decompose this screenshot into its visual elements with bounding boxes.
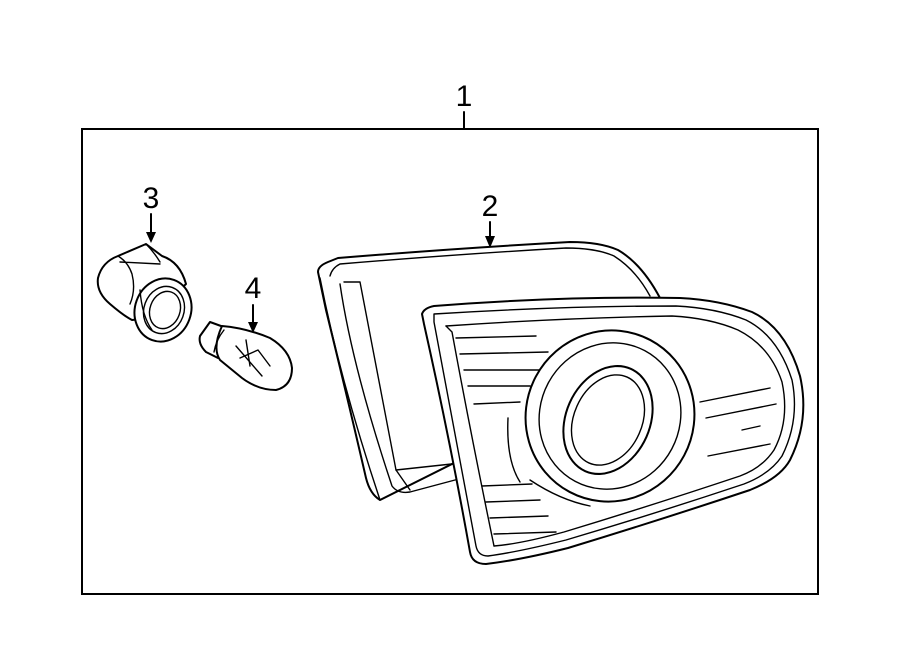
callout-3[interactable]: 3 [143, 182, 160, 215]
lamp-housing-illustration[interactable] [317, 241, 805, 565]
callout-2-arrow [485, 221, 495, 248]
callout-1[interactable]: 1 [456, 80, 473, 113]
callout-3-arrow [146, 213, 156, 243]
callout-4-arrow [248, 304, 258, 333]
bulb-illustration[interactable] [198, 321, 293, 391]
bulb-socket-illustration[interactable] [96, 243, 201, 350]
assembly-frame [81, 128, 819, 595]
callout-4[interactable]: 4 [245, 272, 262, 305]
callout-2[interactable]: 2 [482, 190, 499, 223]
